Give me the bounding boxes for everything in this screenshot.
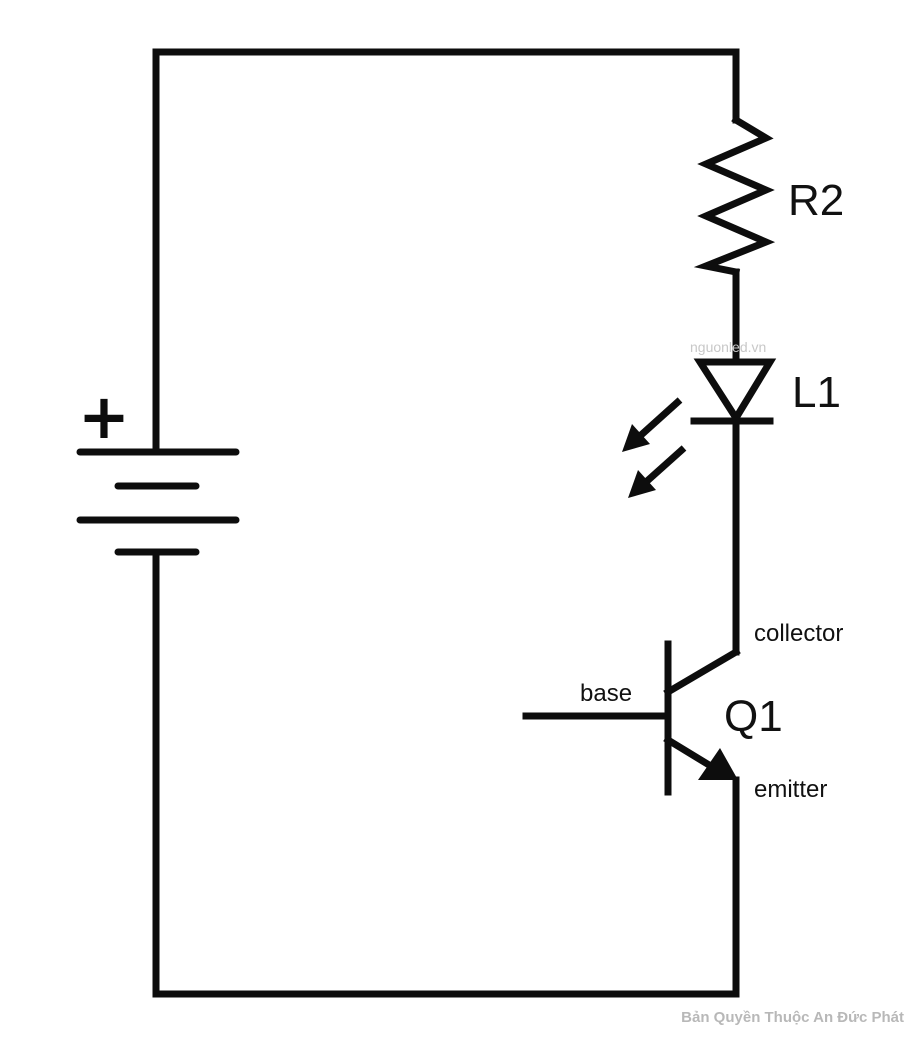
light-emission-arrows <box>622 397 687 498</box>
transistor-label: Q1 <box>724 692 783 741</box>
transistor-q1: Q1 base collector emitter <box>580 620 843 803</box>
transistor-emitter-leg <box>663 735 719 773</box>
emission-arrow-head-1 <box>622 424 650 452</box>
resistor-label: R2 <box>788 176 844 225</box>
base-label: base <box>580 680 632 707</box>
emitter-arrowhead <box>698 748 738 780</box>
led-l1: L1 <box>622 358 841 498</box>
wires <box>152 48 740 998</box>
emission-arrow-head-2 <box>628 470 656 498</box>
led-triangle <box>693 358 777 425</box>
top-left-wire <box>152 48 740 454</box>
watermark-top: nguonled.vn <box>690 339 766 355</box>
resistor-zigzag <box>693 115 776 277</box>
battery-plus-sign: + <box>78 380 130 453</box>
resistor-r2: R2 <box>693 115 844 277</box>
emitter-label: emitter <box>754 776 827 803</box>
battery: + <box>76 380 240 556</box>
led-label: L1 <box>792 368 841 417</box>
watermark-bottom: Bản Quyền Thuộc An Đức Phát <box>681 1009 904 1026</box>
transistor-collector-leg <box>663 647 741 697</box>
collector-label: collector <box>754 620 843 647</box>
left-bottom-wire <box>152 552 740 998</box>
emission-arrow-shaft-2 <box>643 445 687 485</box>
emission-arrow-shaft-1 <box>637 397 683 439</box>
